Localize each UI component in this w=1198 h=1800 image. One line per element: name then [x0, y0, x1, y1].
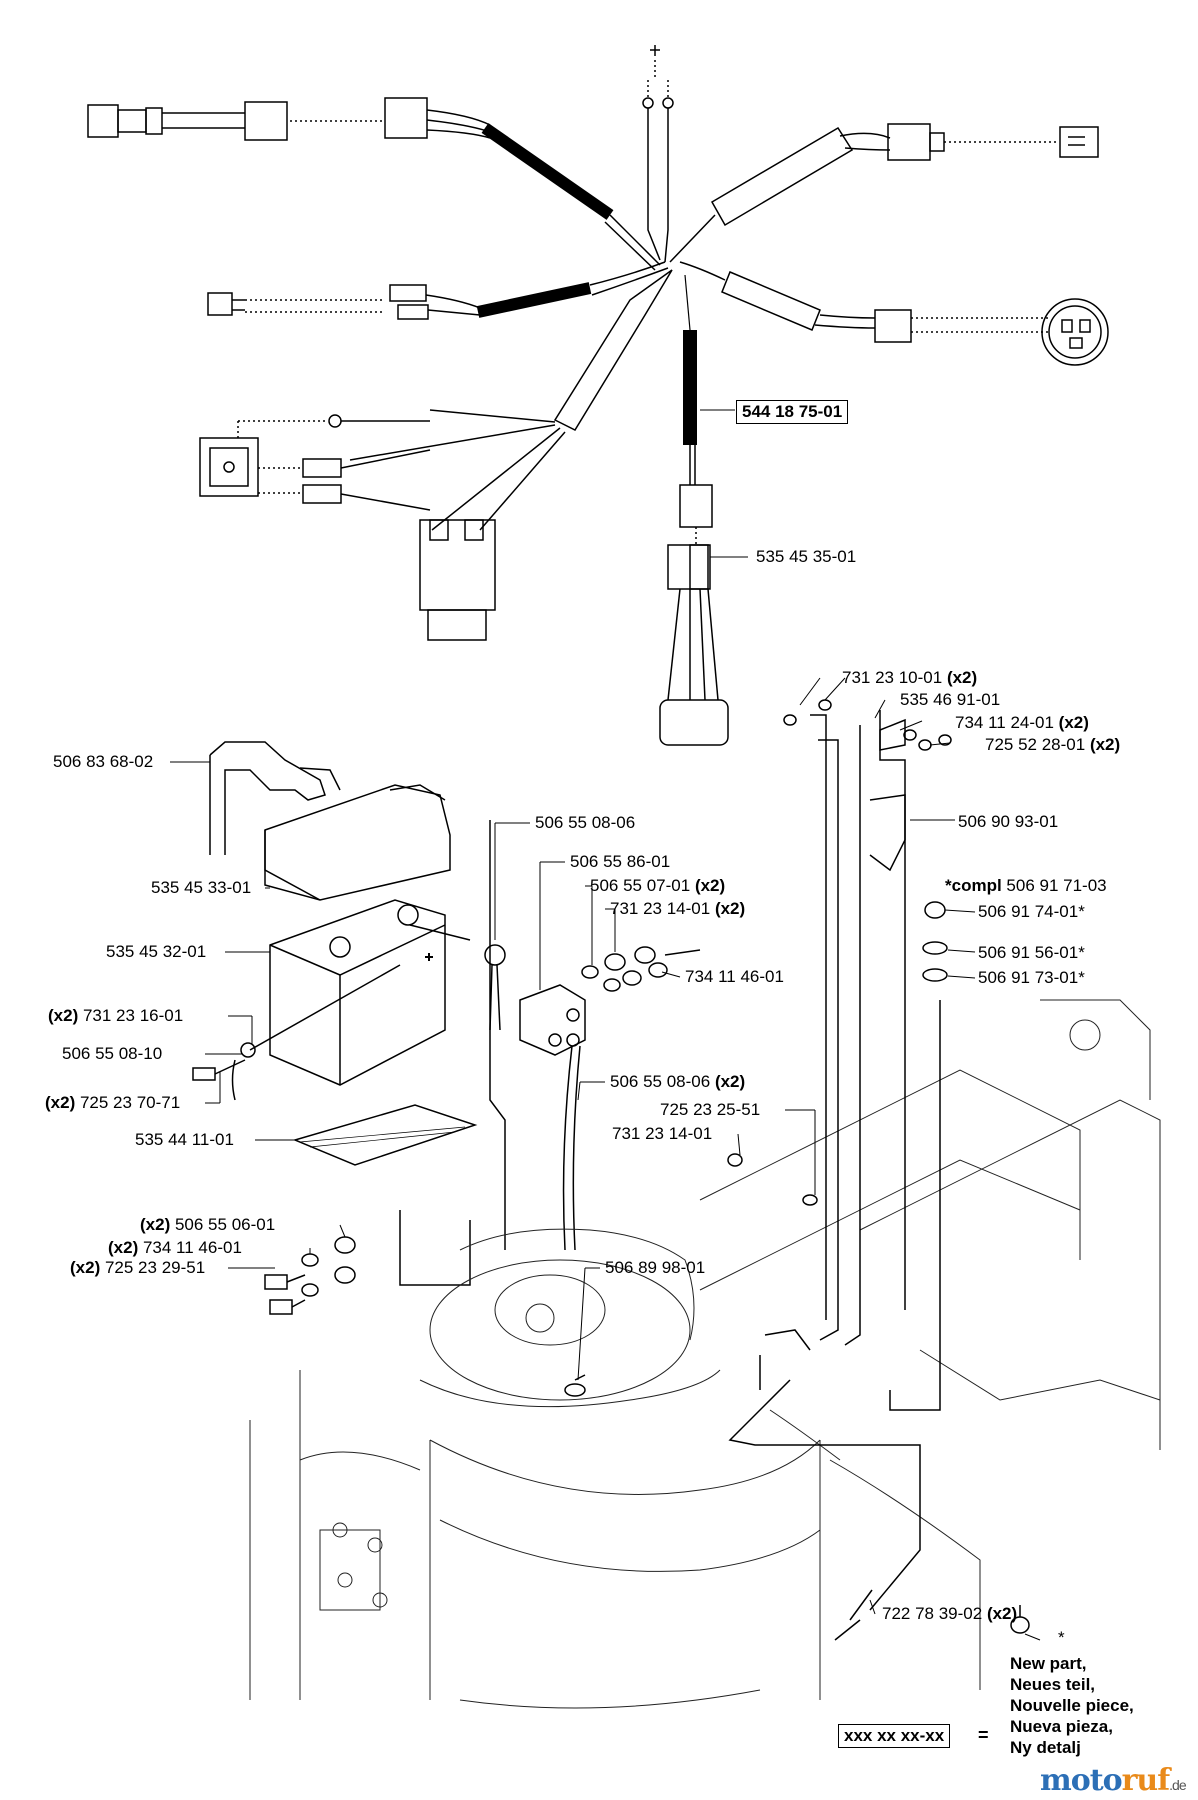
legend-line: Nueva pieza, — [1010, 1717, 1113, 1736]
chassis-wires — [564, 699, 1030, 1641]
label-nut-731-23-14: 731 23 14-01 (x2) — [610, 899, 746, 918]
label-ring-56: 506 91 56-01* — [978, 943, 1085, 962]
label-harness-adapter: 535 45 35-01 — [756, 547, 857, 566]
legend-line: Neues teil, — [1010, 1675, 1096, 1694]
legend-placeholder: xxx xx xx-xx — [838, 1724, 951, 1748]
label-washer-506-55-07: 506 55 07-01 (x2) — [590, 876, 726, 895]
leader-lines — [170, 677, 1041, 1641]
label-switch-535: 535 46 91-01 — [900, 690, 1001, 709]
watermark-logo: motoruf.de — [1040, 1763, 1187, 1798]
label-compl: *compl 506 91 71-03 — [945, 876, 1107, 895]
label-nut-506-55-06: (x2) 506 55 06-01 — [140, 1215, 276, 1234]
legend-line: New part, — [1010, 1654, 1087, 1673]
label-leaders-top — [700, 409, 748, 558]
label-washer-734-top: 734 11 24-01 (x2) — [955, 713, 1089, 732]
label-harness-main: 544 18 75-01 — [736, 400, 849, 424]
label-cable-506-55-08-10: 506 55 08-10 — [62, 1044, 163, 1063]
label-asterisk: * — [1058, 1628, 1065, 1647]
label-nut-731-23-16: (x2) 731 23 16-01 — [48, 1006, 184, 1025]
battery-assembly — [192, 741, 701, 1315]
label-ground-506-89-98: 506 89 98-01 — [605, 1258, 706, 1277]
label-nut-top: 731 23 10-01 (x2) — [842, 668, 978, 687]
label-clip-722: 722 78 39-02 (x2) — [882, 1604, 1018, 1623]
label-ring-73: 506 91 73-01* — [978, 968, 1085, 987]
label-washer-734-11-46: 734 11 46-01 — [685, 967, 784, 986]
legend-line: Nouvelle piece, — [1010, 1696, 1134, 1715]
label-screw-725-23-29: (x2) 725 23 29-51 — [70, 1258, 206, 1277]
legend-equals: = — [978, 1725, 989, 1745]
watermark-part2: ruf — [1121, 1763, 1171, 1798]
label-battery: 535 45 32-01 — [106, 942, 207, 961]
watermark-suffix: .de — [1169, 1777, 1186, 1793]
label-screw-725-23-25: 725 23 25-51 — [660, 1100, 761, 1119]
label-pad: 535 44 11-01 — [135, 1130, 234, 1149]
label-cable-506-55-08-06-b: 506 55 08-06 (x2) — [610, 1072, 746, 1091]
label-cable-506-55-08-06: 506 55 08-06 — [535, 813, 636, 832]
label-screw-725-23-70: (x2) 725 23 70-71 — [45, 1093, 181, 1112]
label-nut-731-23-14-b: 731 23 14-01 — [612, 1124, 713, 1143]
wiring-harness — [87, 45, 1109, 746]
label-battery-cover: 535 45 33-01 — [151, 878, 252, 897]
label-screw-725-top: 725 52 28-01 (x2) — [985, 735, 1121, 754]
engine-chassis — [249, 999, 1161, 1709]
label-key: 506 91 74-01* — [978, 902, 1085, 921]
label-bracket-506-90: 506 90 93-01 — [958, 812, 1059, 831]
label-battery-strap: 506 83 68-02 — [53, 752, 154, 771]
legend-new-part: New part, Neues teil, Nouvelle piece, Nu… — [1010, 1653, 1134, 1758]
label-washer-734-11-46-b: (x2) 734 11 46-01 — [108, 1238, 242, 1257]
label-relay: 506 55 86-01 — [570, 852, 671, 871]
watermark-part1: moto — [1040, 1763, 1123, 1798]
legend-line: Ny detalj — [1010, 1738, 1081, 1757]
